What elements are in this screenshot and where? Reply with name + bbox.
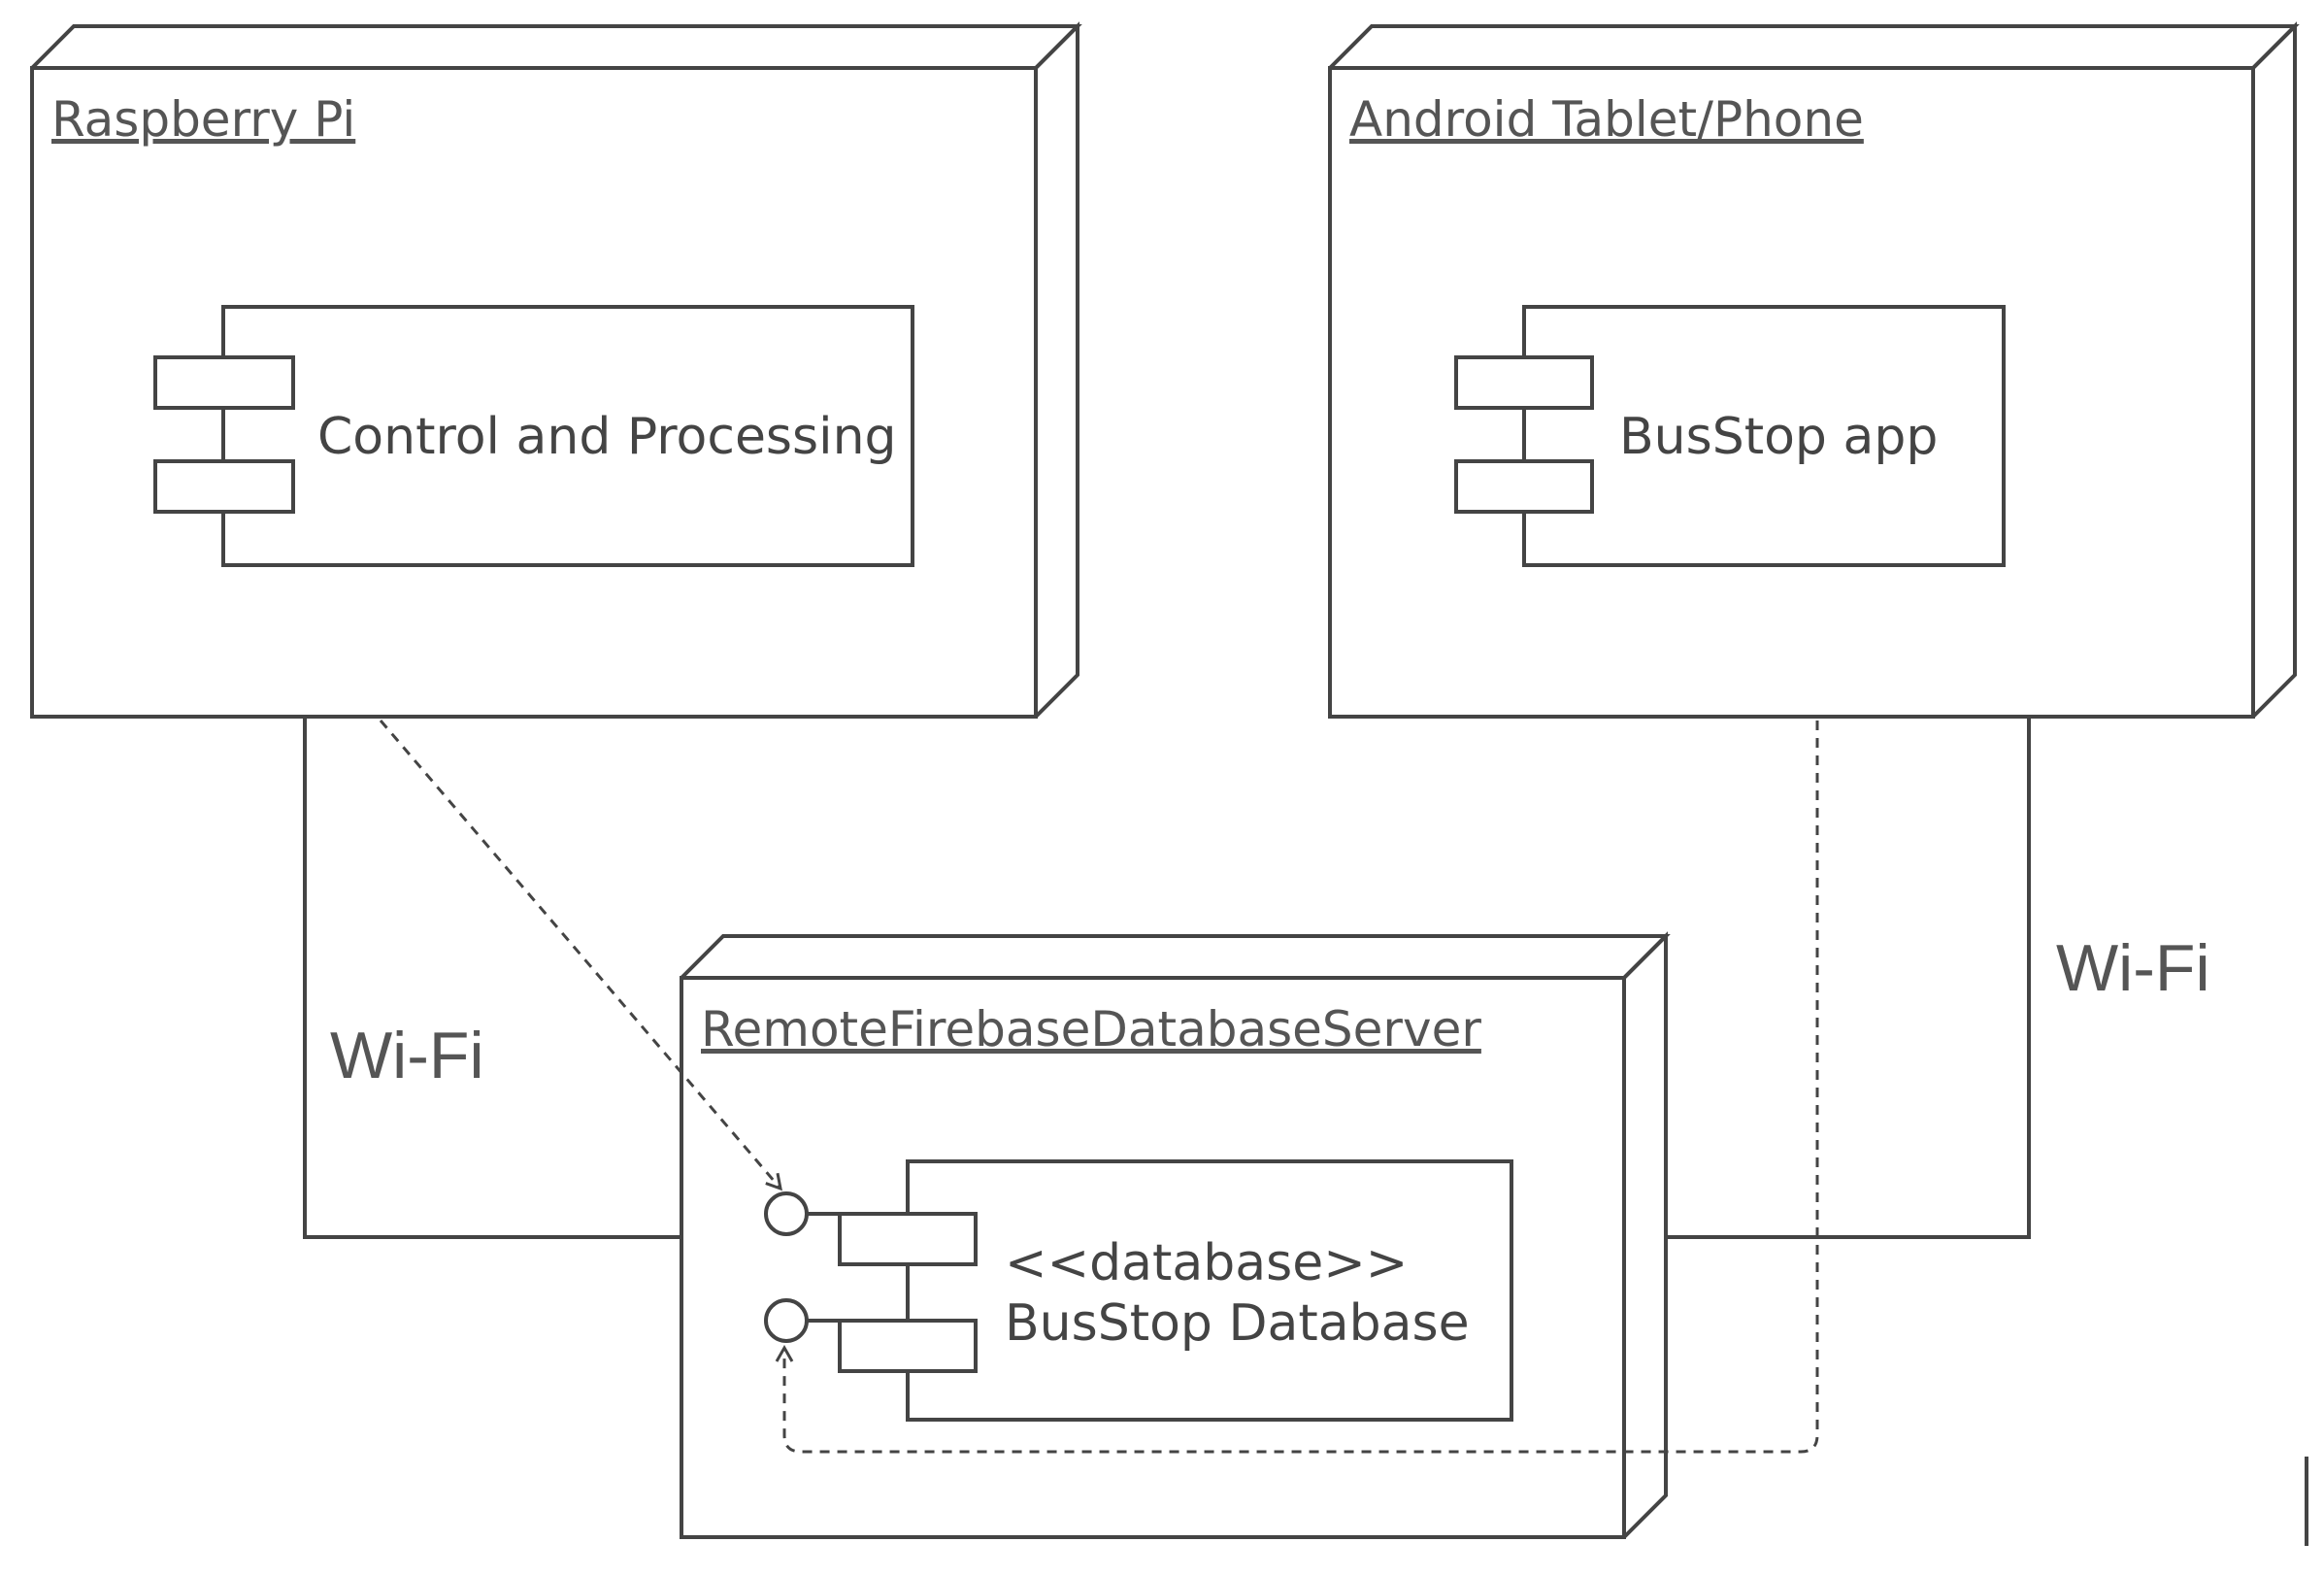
node-android-3d-side xyxy=(2251,21,2297,719)
link-left-label: Wi-Fi xyxy=(330,1019,484,1092)
component-database-body xyxy=(906,1159,1513,1422)
component-control-processing: Control and Processing xyxy=(153,305,914,567)
dependency-raspberry-to-database xyxy=(379,720,782,1191)
component-app-port-top xyxy=(1454,355,1594,410)
node-android-title: Android Tablet/Phone xyxy=(1349,91,1864,148)
component-busstop-app: BusStop app xyxy=(1454,305,2006,567)
node-raspberry-pi-3d-side xyxy=(1034,21,1079,719)
component-app-port-bottom xyxy=(1454,459,1594,514)
component-port-bottom xyxy=(153,459,295,514)
component-db-port-bottom xyxy=(838,1319,978,1373)
interface-bottom-circle xyxy=(764,1298,809,1343)
dependency-app-to-database xyxy=(775,721,1819,1454)
link-raspberry-server xyxy=(303,717,681,1239)
node-server-3d-side xyxy=(1622,931,1668,1539)
component-busstop-app-body xyxy=(1522,305,2006,567)
node-server-3d-top xyxy=(680,934,1671,980)
component-busstop-database: <<database>> BusStop Database xyxy=(764,1159,1513,1422)
node-android-3d-top xyxy=(1328,24,2300,70)
component-port-top xyxy=(153,355,295,410)
node-raspberry-pi-3d-top xyxy=(30,24,1082,70)
component-busstop-app-label: BusStop app xyxy=(1619,408,1938,466)
component-db-port-top xyxy=(838,1212,978,1266)
node-android-box xyxy=(1328,66,2255,719)
link-android-server xyxy=(1666,717,2031,1239)
link-right-label: Wi-Fi xyxy=(2056,931,2210,1005)
node-remote-server: RemoteFirebaseDatabaseServer <<database>… xyxy=(680,931,1671,1539)
node-android-device: Android Tablet/Phone BusStop app xyxy=(1328,21,2300,719)
node-raspberry-pi: Raspberry Pi Control and Processing xyxy=(30,21,1082,719)
node-server-title: RemoteFirebaseDatabaseServer xyxy=(701,1001,1481,1057)
component-database-label: BusStop Database xyxy=(1005,1294,1470,1353)
component-control-processing-label: Control and Processing xyxy=(317,408,897,466)
component-database-stereotype: <<database>> xyxy=(1005,1234,1408,1292)
interface-top-circle xyxy=(764,1191,809,1236)
node-raspberry-pi-title: Raspberry Pi xyxy=(51,91,355,148)
node-raspberry-pi-box xyxy=(30,66,1038,719)
node-server-box xyxy=(680,976,1626,1539)
component-control-processing-body xyxy=(221,305,914,567)
